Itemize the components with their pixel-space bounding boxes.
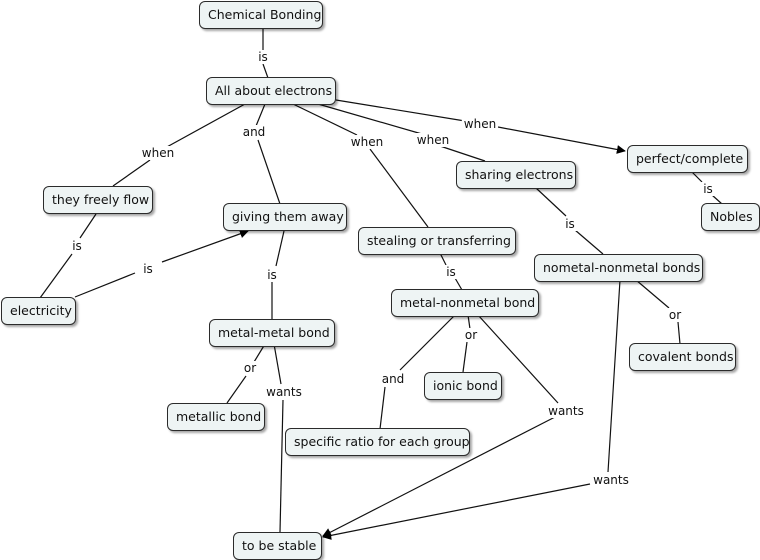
line-wants-stable3 (322, 483, 591, 540)
concept-to-be-stable[interactable]: to be stable (233, 532, 322, 560)
link-label-when[interactable]: when (461, 117, 499, 131)
concept-metallic-bond[interactable]: metallic bond (167, 403, 265, 431)
line-is-electricity (39, 253, 73, 299)
line-wants-stable2 (322, 416, 556, 537)
line-electrons-and1 (255, 103, 266, 127)
link-label-is[interactable]: is (701, 182, 715, 196)
line-when3-sharing (439, 145, 486, 162)
link-label-is[interactable]: is (141, 262, 155, 276)
link-label-or[interactable]: or (666, 308, 684, 322)
link-label-or[interactable]: or (462, 328, 480, 342)
concept-they-freely-flow[interactable]: they freely flow (43, 186, 153, 214)
line-stealing-is (439, 252, 447, 266)
link-label-wants[interactable]: wants (546, 404, 586, 418)
line-or-covalent (677, 321, 681, 345)
concept-metal-metal-bond[interactable]: metal-metal bond (209, 319, 335, 347)
line-giving-is (275, 230, 285, 267)
concept-electricity[interactable]: electricity (1, 297, 76, 325)
concept-ionic-bond[interactable]: ionic bond (424, 372, 502, 400)
line-and-ratio (379, 386, 386, 430)
concept-metal-nonmetal-bond[interactable]: metal-nonmetal bond (391, 289, 539, 317)
link-label-when[interactable]: when (414, 133, 452, 147)
link-label-and[interactable]: and (240, 125, 268, 139)
line-metalnonmetal-or (467, 314, 471, 330)
line-wants-stable1 (279, 399, 284, 533)
line-nometal-or (635, 279, 670, 309)
line-is-electrons (262, 63, 269, 79)
line-when2-stealing (369, 148, 429, 228)
link-label-when[interactable]: when (139, 146, 177, 160)
concept-sharing-electrons[interactable]: sharing electrons (456, 161, 576, 189)
concept-giving-them-away[interactable]: giving them away (223, 203, 347, 231)
link-label-and[interactable]: and (379, 372, 407, 386)
link-label-wants[interactable]: wants (591, 473, 631, 487)
line-is-nobles (711, 194, 723, 205)
line-or-ionic (462, 341, 468, 373)
concept-nometal-nonmetal-bonds[interactable]: nometal-nonmetal bonds (534, 254, 703, 282)
link-label-is[interactable]: is (265, 268, 279, 282)
concept-stealing-or-transferring[interactable]: stealing or transferring (358, 227, 516, 255)
link-label-is[interactable]: is (70, 239, 84, 253)
line-when4-perfect (497, 126, 626, 154)
line-and1-giving (257, 139, 281, 205)
line-metalmetal-or (253, 343, 266, 363)
line-is-metalnonmetal (454, 277, 463, 291)
line-metalmetal-wants (273, 343, 282, 385)
link-label-wants[interactable]: wants (264, 385, 304, 399)
line-when1-flow (112, 159, 151, 187)
line-electrons-when3 (317, 103, 423, 135)
link-label-or[interactable]: or (241, 361, 259, 375)
link-label-is[interactable]: is (563, 217, 577, 231)
concept-all-about-electrons[interactable]: All about electrons (206, 77, 336, 105)
line-metalnonmetal-wants (477, 314, 559, 404)
line-sharing-is (535, 187, 567, 217)
concept-covalent-bonds[interactable]: covalent bonds (629, 343, 736, 371)
line-metalnonmetal-and (399, 314, 456, 371)
line-electrons-when1 (164, 103, 246, 149)
line-is-nometal (574, 229, 604, 255)
line-nometal-wants (607, 279, 621, 473)
link-label-when[interactable]: when (348, 135, 386, 149)
link-label-is[interactable]: is (256, 50, 270, 64)
concept-chemical-bonding[interactable]: Chemical Bonding (199, 1, 323, 29)
concept-specific-ratio[interactable]: specific ratio for each group (285, 428, 470, 456)
concept-perfect-complete[interactable]: perfect/complete (627, 145, 748, 173)
line-electrons-when4 (335, 99, 466, 122)
line-electrons-when2 (292, 103, 358, 136)
line-is-giving (161, 229, 249, 263)
line-electricity-is (74, 272, 136, 298)
link-label-is[interactable]: is (444, 265, 458, 279)
concept-nobles[interactable]: Nobles (701, 203, 760, 231)
line-flow-is (79, 213, 97, 239)
line-perfect-is (691, 171, 703, 183)
line-or-metallic (226, 375, 247, 404)
